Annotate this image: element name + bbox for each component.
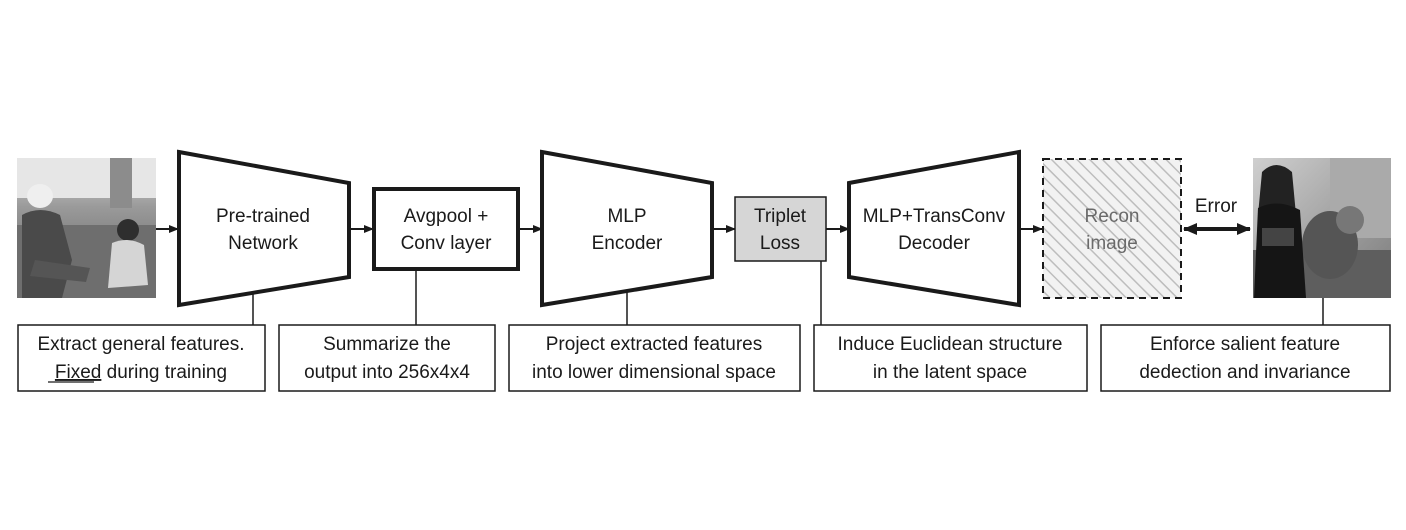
desc-box-avgpool [278, 324, 496, 392]
desc-output-line1: Enforce salient feature [1150, 334, 1340, 355]
decoder-label-1: MLP+TransConv [863, 206, 1006, 227]
desc-box-decoder-output [1100, 324, 1391, 392]
avgpool-label-1: Avgpool + [404, 206, 489, 227]
triplet-label-1: Triplet [754, 206, 807, 227]
mlp-encoder-block [540, 149, 714, 308]
triplet-loss-block [734, 196, 827, 262]
desc-box-encoder [508, 324, 801, 392]
desc-pretrained-line2-rest: during training [101, 362, 227, 383]
desc-output-line2: dedection and invariance [1139, 362, 1350, 383]
desc-fixed-underlined: Fixed [55, 362, 101, 383]
encoder-label-1: MLP [607, 206, 646, 227]
avgpool-conv-block [372, 187, 520, 271]
input-image [17, 158, 156, 298]
triplet-label-2: Loss [760, 233, 800, 254]
desc-box-triplet [813, 324, 1088, 392]
desc-avgpool-line2: output into 256x4x4 [304, 362, 470, 383]
recon-label-2: image [1086, 233, 1138, 254]
decoder-block [847, 149, 1021, 308]
avgpool-label-2: Conv layer [401, 233, 492, 254]
recon-label-1: Recon [1085, 206, 1140, 227]
desc-pretrained-line2: Fixed during training [55, 362, 227, 383]
desc-pretrained-line1: Extract general features. [38, 334, 245, 355]
desc-triplet-line2: in the latent space [873, 362, 1027, 383]
pretrained-label-1: Pre-trained [216, 206, 310, 227]
desc-box-pretrained [17, 324, 266, 392]
error-label: Error [1195, 196, 1238, 217]
recon-image-block [1042, 158, 1182, 299]
encoder-label-2: Encoder [592, 233, 663, 254]
desc-triplet-line1: Induce Euclidean structure [838, 334, 1063, 355]
decoder-label-2: Decoder [898, 233, 970, 254]
pretrained-network-block [177, 149, 351, 308]
target-image [1253, 158, 1391, 298]
desc-encoder-line2: into lower dimensional space [532, 362, 776, 383]
desc-encoder-line1: Project extracted features [546, 334, 763, 355]
desc-avgpool-line1: Summarize the [323, 334, 451, 355]
pretrained-label-2: Network [228, 233, 298, 254]
